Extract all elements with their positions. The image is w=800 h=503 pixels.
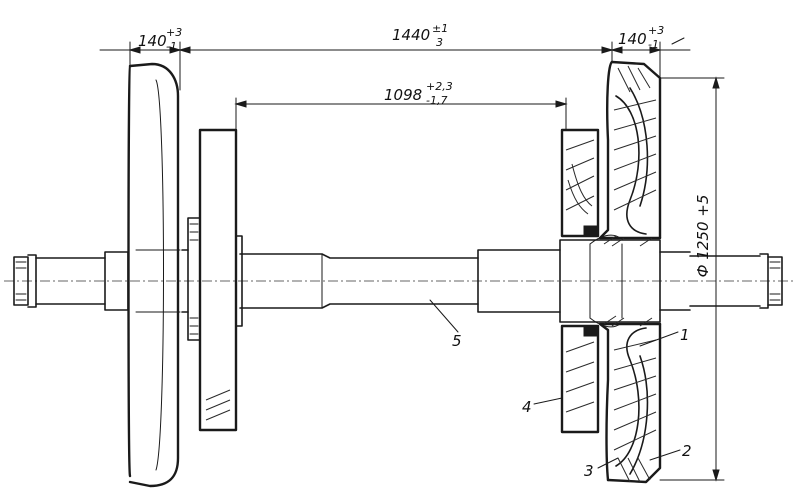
dim-left-wheel-width: 140 +3 -1: [138, 26, 182, 53]
left-wheel: [127, 62, 181, 488]
part-label-3: 3: [584, 457, 619, 480]
svg-text:140: 140: [138, 32, 167, 50]
dim-wheel-diameter: Ф 1250 +5: [694, 195, 712, 278]
right-wheel: [589, 60, 662, 484]
svg-text:+2,3: +2,3: [426, 80, 453, 93]
svg-text:-1: -1: [648, 38, 659, 51]
svg-text:5: 5: [452, 332, 462, 350]
part-label-4: 4: [522, 397, 563, 416]
dim-wheel-spacing: 1440 ±1 3: [392, 22, 448, 49]
svg-text:3: 3: [584, 462, 594, 480]
part-label-5: 5: [429, 299, 462, 350]
part-label-2: 2: [649, 442, 692, 461]
dim-disc-spacing: 1098 +2,3 -1,7: [384, 80, 453, 107]
svg-text:-1,7: -1,7: [426, 94, 447, 107]
left-brake-disc: [187, 128, 243, 432]
svg-text:1: 1: [680, 326, 690, 344]
svg-text:+3: +3: [648, 24, 664, 37]
svg-text:1440: 1440: [392, 26, 430, 44]
part-label-1: 1: [639, 326, 690, 347]
dimension-lines: [99, 37, 725, 482]
svg-text:+3: +3: [166, 26, 182, 39]
right-brake-disc: [560, 128, 600, 434]
svg-text:-1: -1: [166, 40, 177, 53]
dim-right-wheel-width: 140 +3 -1: [618, 24, 664, 51]
svg-text:140: 140: [618, 30, 647, 48]
axle: [13, 239, 783, 323]
svg-text:±1: ±1: [432, 22, 448, 35]
svg-text:1098: 1098: [384, 86, 422, 104]
svg-text:3: 3: [436, 36, 443, 49]
svg-text:4: 4: [522, 398, 532, 416]
svg-text:2: 2: [682, 442, 692, 460]
